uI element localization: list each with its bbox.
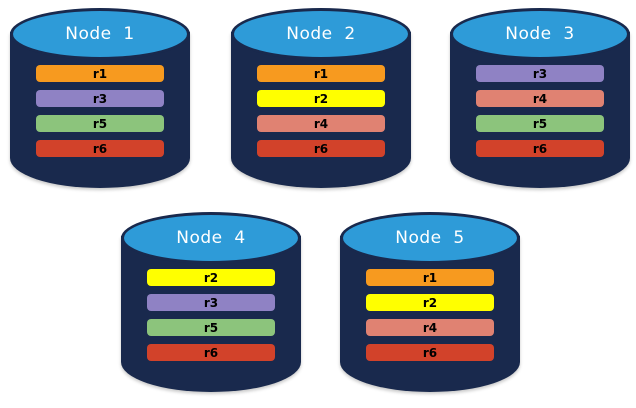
replica-list: r1 r3 r5 r6 <box>36 65 164 157</box>
replica-item[interactable]: r1 <box>36 65 164 82</box>
database-node[interactable]: Node 3 r3 r4 r5 r6 <box>450 8 630 194</box>
replica-list: r1 r2 r4 r6 <box>366 269 494 361</box>
replica-item[interactable]: r2 <box>257 90 385 107</box>
cylinder-top-icon <box>340 212 520 264</box>
database-node[interactable]: Node 1 r1 r3 r5 r6 <box>10 8 190 194</box>
replica-item[interactable]: r5 <box>476 115 604 132</box>
cylinder-top-icon <box>121 212 301 264</box>
replica-item[interactable]: r1 <box>366 269 494 286</box>
replica-item[interactable]: r3 <box>476 65 604 82</box>
replica-item[interactable]: r4 <box>257 115 385 132</box>
database-node[interactable]: Node 5 r1 r2 r4 r6 <box>340 212 520 398</box>
cylinder-top-icon <box>450 8 630 60</box>
cylinder-top-icon <box>231 8 411 60</box>
replica-item[interactable]: r4 <box>366 319 494 336</box>
replica-item[interactable]: r6 <box>257 140 385 157</box>
replica-item[interactable]: r2 <box>366 294 494 311</box>
replica-item[interactable]: r1 <box>257 65 385 82</box>
database-node[interactable]: Node 4 r2 r3 r5 r6 <box>121 212 301 398</box>
replica-item[interactable]: r6 <box>36 140 164 157</box>
replica-item[interactable]: r5 <box>36 115 164 132</box>
database-node[interactable]: Node 2 r1 r2 r4 r6 <box>231 8 411 194</box>
cylinder-top-icon <box>10 8 190 60</box>
replica-item[interactable]: r2 <box>147 269 275 286</box>
replica-item[interactable]: r5 <box>147 319 275 336</box>
replica-item[interactable]: r4 <box>476 90 604 107</box>
replica-item[interactable]: r3 <box>36 90 164 107</box>
replica-item[interactable]: r3 <box>147 294 275 311</box>
replica-item[interactable]: r6 <box>366 344 494 361</box>
replica-list: r2 r3 r5 r6 <box>147 269 275 361</box>
replica-item[interactable]: r6 <box>147 344 275 361</box>
replica-list: r1 r2 r4 r6 <box>257 65 385 157</box>
replica-item[interactable]: r6 <box>476 140 604 157</box>
replica-list: r3 r4 r5 r6 <box>476 65 604 157</box>
